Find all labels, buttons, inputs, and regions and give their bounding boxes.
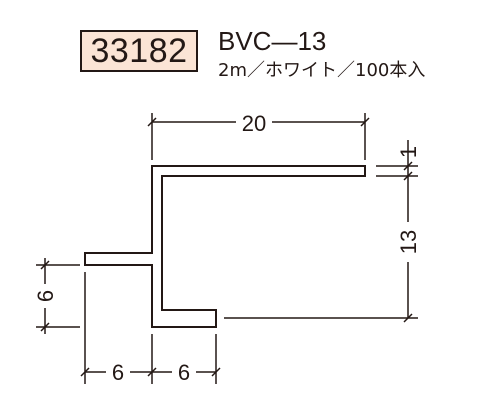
dim-label-flange-height: 6 — [33, 290, 58, 302]
tick-bottom-left — [80, 367, 90, 377]
dim-label-width-top: 20 — [242, 111, 266, 136]
tick-height-thick — [403, 171, 413, 181]
dim-label-height: 13 — [396, 230, 421, 254]
model-name: BVC—13 — [218, 26, 327, 56]
tick-top-left — [147, 117, 157, 127]
tick-top-right — [360, 117, 370, 127]
profile-outline — [84, 165, 366, 328]
tick-height-bottom — [403, 313, 413, 323]
dim-label-bottom-right: 6 — [178, 360, 190, 385]
tick-flange-top — [40, 260, 50, 270]
tick-height-top — [403, 161, 413, 171]
tick-flange-bottom — [40, 322, 50, 332]
product-spec: 2m／ホワイト／100本入 — [218, 60, 426, 81]
product-number-label: 33182 — [80, 30, 198, 72]
tick-bottom-mid — [147, 367, 157, 377]
dim-label-thickness: 1 — [396, 146, 421, 158]
dim-label-bottom-left: 6 — [112, 360, 124, 385]
tick-bottom-right — [211, 367, 221, 377]
